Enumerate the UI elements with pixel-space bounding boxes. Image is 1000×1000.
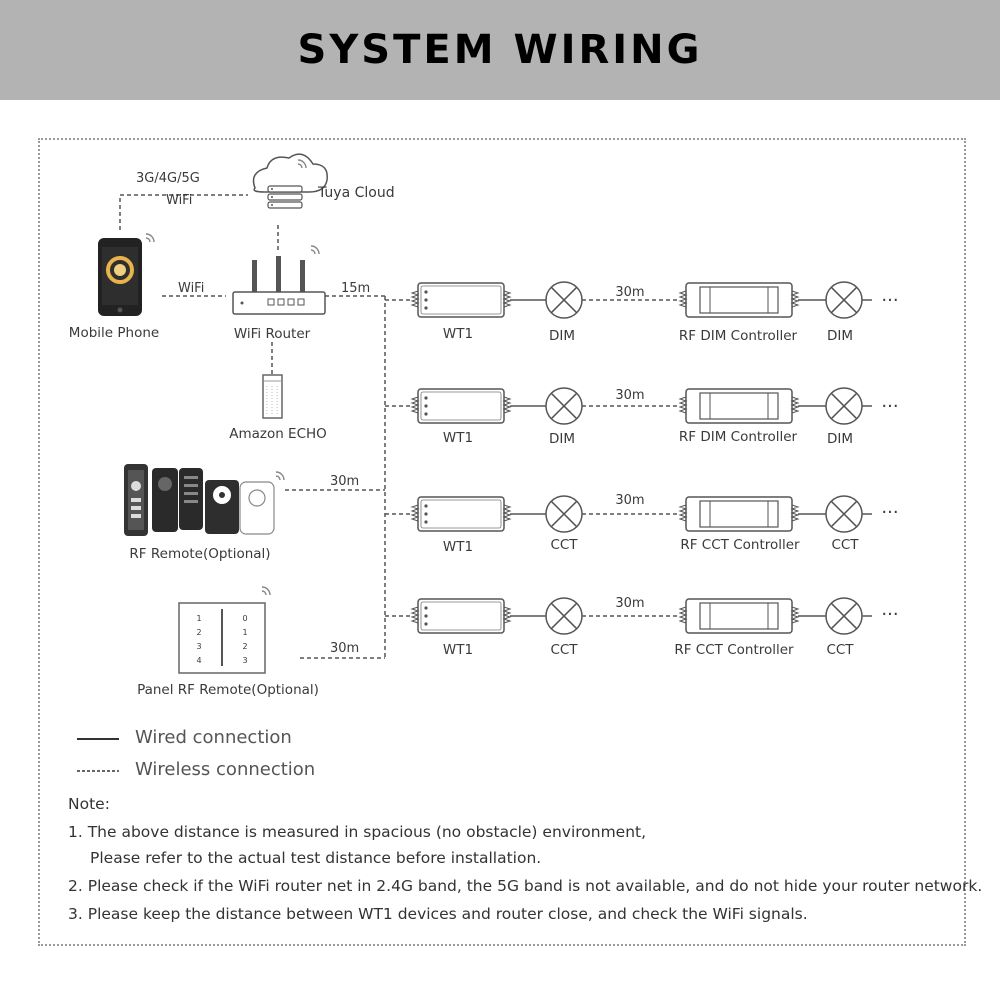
panel-key-0: 0: [242, 614, 247, 623]
cloud-icon: [252, 153, 328, 209]
notes-heading: Note:: [68, 795, 110, 813]
row-2: [385, 387, 872, 425]
controller-module: [679, 598, 799, 634]
row-3-load2-label: CCT: [831, 537, 859, 553]
row-4: [385, 597, 872, 635]
row-1-controller-label: RF DIM Controller: [679, 328, 798, 344]
remote-distance-label: 30m: [330, 474, 359, 489]
lamp-icon: [545, 495, 583, 533]
panel-key-r3: 3: [242, 656, 247, 665]
panel-key-4: 4: [196, 656, 201, 665]
row-1: [385, 281, 872, 319]
row-3-module-label: WT1: [443, 539, 473, 555]
row-1-distance-label: 30m: [615, 285, 644, 300]
rf-remote-icons: [124, 464, 285, 536]
router-distance-label: 15m: [341, 281, 370, 296]
row-3-distance-label: 30m: [615, 493, 644, 508]
panel-key-r1: 1: [242, 628, 247, 637]
note-3: 3. Please keep the distance between WT1 …: [68, 905, 808, 923]
rf-remote-label: RF Remote(Optional): [129, 546, 270, 562]
lamp-icon: [825, 387, 863, 425]
row-2-distance-label: 30m: [615, 388, 644, 403]
cloud-label: Tuya Cloud: [317, 185, 395, 201]
echo-label: Amazon ECHO: [229, 426, 327, 442]
row-3-controller-label: RF CCT Controller: [680, 537, 800, 553]
row-4-load-label: CCT: [550, 642, 578, 658]
row-1-load2-label: DIM: [827, 328, 853, 344]
row-4-more: ···: [881, 604, 898, 625]
row-1-more: ···: [881, 290, 898, 311]
row-2-controller-label: RF DIM Controller: [679, 429, 798, 445]
phone-cloud-link: [119, 194, 248, 230]
row-2-more: ···: [881, 396, 898, 417]
row-4-controller-label: RF CCT Controller: [674, 642, 794, 658]
lamp-icon: [825, 281, 863, 319]
phone-label: Mobile Phone: [69, 325, 159, 341]
row-3-load-label: CCT: [550, 537, 578, 553]
panel-distance-label: 30m: [330, 641, 359, 656]
legend-wireless-label: Wireless connection: [135, 759, 316, 780]
row-1-module-label: WT1: [443, 326, 473, 342]
lamp-icon: [825, 597, 863, 635]
wt1-module: [411, 496, 511, 532]
row-3-more: ···: [881, 502, 898, 523]
row-3: [385, 495, 872, 533]
row-4-load2-label: CCT: [826, 642, 854, 658]
controller-module: [679, 496, 799, 532]
title-banner: SYSTEM WIRING: [0, 0, 1000, 100]
router-icon: [232, 245, 326, 315]
lamp-icon: [545, 597, 583, 635]
row-1-load-label: DIM: [549, 328, 575, 344]
note-1-continued: Please refer to the actual test distance…: [90, 849, 542, 867]
panel-key-2: 2: [196, 628, 201, 637]
wt1-module: [411, 388, 511, 424]
panel-remote-label: Panel RF Remote(Optional): [137, 682, 319, 698]
panel-remote-icon: [178, 586, 271, 674]
network-label: 3G/4G/5G: [136, 171, 200, 186]
phone-link-label: WiFi: [178, 281, 204, 296]
row-2-load-label: DIM: [549, 431, 575, 447]
wt1-module: [411, 598, 511, 634]
row-4-distance-label: 30m: [615, 596, 644, 611]
note-1: 1. The above distance is measured in spa…: [68, 823, 647, 841]
note-2: 2. Please check if the WiFi router net i…: [68, 877, 983, 895]
page-title: SYSTEM WIRING: [297, 27, 703, 73]
lamp-icon: [545, 281, 583, 319]
echo-icon: [262, 374, 283, 419]
row-2-load2-label: DIM: [827, 431, 853, 447]
row-2-module-label: WT1: [443, 430, 473, 446]
legend-wired-label: Wired connection: [135, 727, 292, 748]
lamp-icon: [545, 387, 583, 425]
controller-module: [679, 282, 799, 318]
controller-module: [679, 388, 799, 424]
network-sub-label: WiFi: [166, 193, 192, 208]
lamp-icon: [825, 495, 863, 533]
diagram-frame: [38, 138, 966, 946]
panel-key-r2: 2: [242, 642, 247, 651]
mobile-phone-icon: [98, 233, 155, 316]
row-4-module-label: WT1: [443, 642, 473, 658]
wt1-module: [411, 282, 511, 318]
panel-key-3: 3: [196, 642, 201, 651]
panel-key-1: 1: [196, 614, 201, 623]
router-label: WiFi Router: [234, 326, 311, 342]
